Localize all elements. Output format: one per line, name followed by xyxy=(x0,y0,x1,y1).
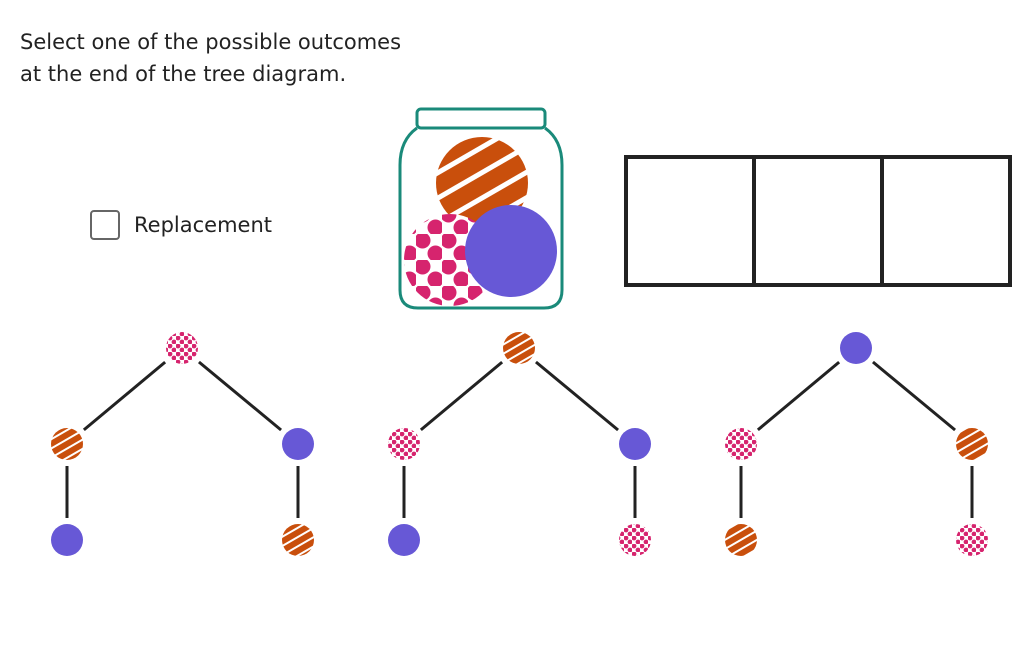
answer-slot-2[interactable] xyxy=(752,155,884,287)
answer-slot-1[interactable] xyxy=(624,155,756,287)
tree-1-root-pink-dotted xyxy=(166,332,198,364)
replacement-label: Replacement xyxy=(134,213,272,237)
tree-3-left-mid-pink-dotted xyxy=(725,428,757,460)
jar-lid xyxy=(415,107,547,130)
tree-1-branch-right xyxy=(197,360,283,432)
tree-3-right-mid-orange-striped xyxy=(956,428,988,460)
jar-body xyxy=(398,126,564,310)
tree-1-branch-left xyxy=(82,360,167,432)
tree-3-left-outcome-orange-striped[interactable] xyxy=(725,524,757,556)
tree-1-left-mid-orange-striped xyxy=(51,428,83,460)
tree-2-left-mid-pink-dotted xyxy=(388,428,420,460)
jar-ball-purple-solid xyxy=(465,205,557,297)
replacement-checkbox[interactable] xyxy=(90,210,120,240)
tree-3-branch-left xyxy=(756,360,841,432)
jar xyxy=(398,107,564,310)
instructions-line-2: at the end of the tree diagram. xyxy=(20,62,347,86)
tree-diagrams xyxy=(51,332,988,556)
tree-2-branch-left xyxy=(419,360,504,432)
tree-1-left-outcome-purple-solid[interactable] xyxy=(51,524,83,556)
tree-2-right-outcome-pink-dotted[interactable] xyxy=(619,524,651,556)
instructions: Select one of the possible outcomes at t… xyxy=(20,26,401,90)
tree-3-root-purple-solid xyxy=(840,332,872,364)
tree-1-right-outcome-orange-striped[interactable] xyxy=(282,524,314,556)
replacement-toggle[interactable]: Replacement xyxy=(90,210,272,240)
instructions-line-1: Select one of the possible outcomes xyxy=(20,30,402,54)
tree-1-right-mid-purple-solid xyxy=(282,428,314,460)
answer-slots xyxy=(624,155,1012,287)
answer-slot-3[interactable] xyxy=(880,155,1012,287)
tree-2-left-outcome-purple-solid[interactable] xyxy=(388,524,420,556)
tree-2-root-orange-striped xyxy=(503,332,535,364)
tree-3-branch-right xyxy=(871,360,957,432)
tree-2-branch-right xyxy=(534,360,620,432)
tree-2-right-mid-purple-solid xyxy=(619,428,651,460)
tree-3-right-outcome-pink-dotted[interactable] xyxy=(956,524,988,556)
